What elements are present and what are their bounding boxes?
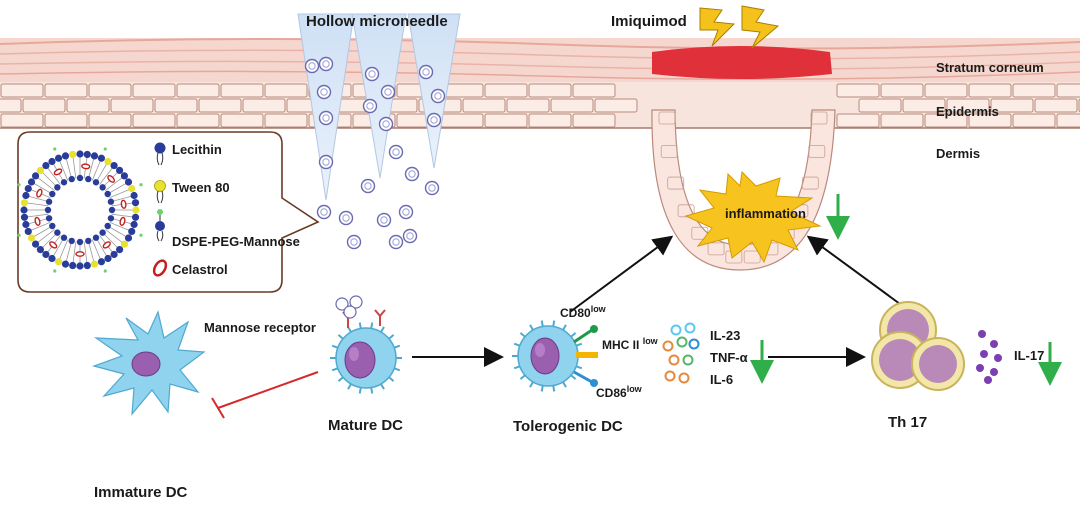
lightning-icon (699, 5, 780, 49)
skin-layers (0, 38, 1080, 129)
hollow-microneedle (297, 13, 461, 201)
mature-dc-label: Mature DC (328, 417, 404, 434)
hollow-microneedle-label: Hollow microneedle (306, 13, 448, 30)
dspe-peg-mannose-icon (155, 209, 165, 242)
legend-item-celastrol: Celastrol (172, 262, 228, 277)
immature-dc-cell (91, 310, 206, 416)
il17-dots (976, 330, 1002, 384)
lecithin-icon (154, 142, 166, 166)
cytokine-tnfa: TNF-α (710, 350, 748, 365)
cd86-label: CD86low (596, 384, 642, 400)
legend-item-tween80: Tween 80 (172, 180, 230, 195)
inflammation-burst (684, 170, 822, 264)
stratum-corneum-layer (0, 38, 1080, 82)
nanoparticle-cluster (304, 56, 446, 250)
imiquimod-label: Imiquimod (611, 13, 687, 30)
cytokine-il6: IL-6 (710, 372, 734, 387)
tween80-icon (154, 180, 166, 204)
tolerogenic-dc-label: Tolerogenic DC (513, 418, 623, 435)
decrease-arrows (750, 194, 1062, 386)
cytokine-il23: IL-23 (710, 328, 741, 343)
liposome-icon (17, 147, 143, 273)
stratum-corneum-label: Stratum corneum (936, 60, 1044, 75)
cd80-label: CD80low (560, 304, 606, 320)
epidermis-label: Epidermis (936, 104, 999, 119)
legend-item-dspe-peg-mannose: DSPE-PEG-Mannose (172, 234, 300, 249)
celastrol-icon (152, 259, 168, 277)
mannose-receptor-label: Mannose receptor (204, 320, 316, 335)
cytokine-dots (662, 322, 700, 384)
th17-label: Th 17 (888, 414, 928, 431)
pathway-arrows (412, 235, 901, 367)
dermis-label: Dermis (936, 146, 981, 161)
mhc2-label: MHC II low (602, 336, 658, 352)
th17-cell (871, 301, 965, 391)
il17-label: IL-17 (1014, 348, 1045, 363)
legend-item-lecithin: Lecithin (172, 142, 222, 157)
mature-dc-cell (330, 295, 402, 394)
inflammation-label: inflammation (725, 206, 806, 221)
immature-dc-label: Immature DC (94, 484, 188, 501)
inhibition-arrow (211, 371, 319, 419)
tolerogenic-dc-cell (512, 320, 598, 392)
psoriatic-plaque (652, 46, 832, 79)
